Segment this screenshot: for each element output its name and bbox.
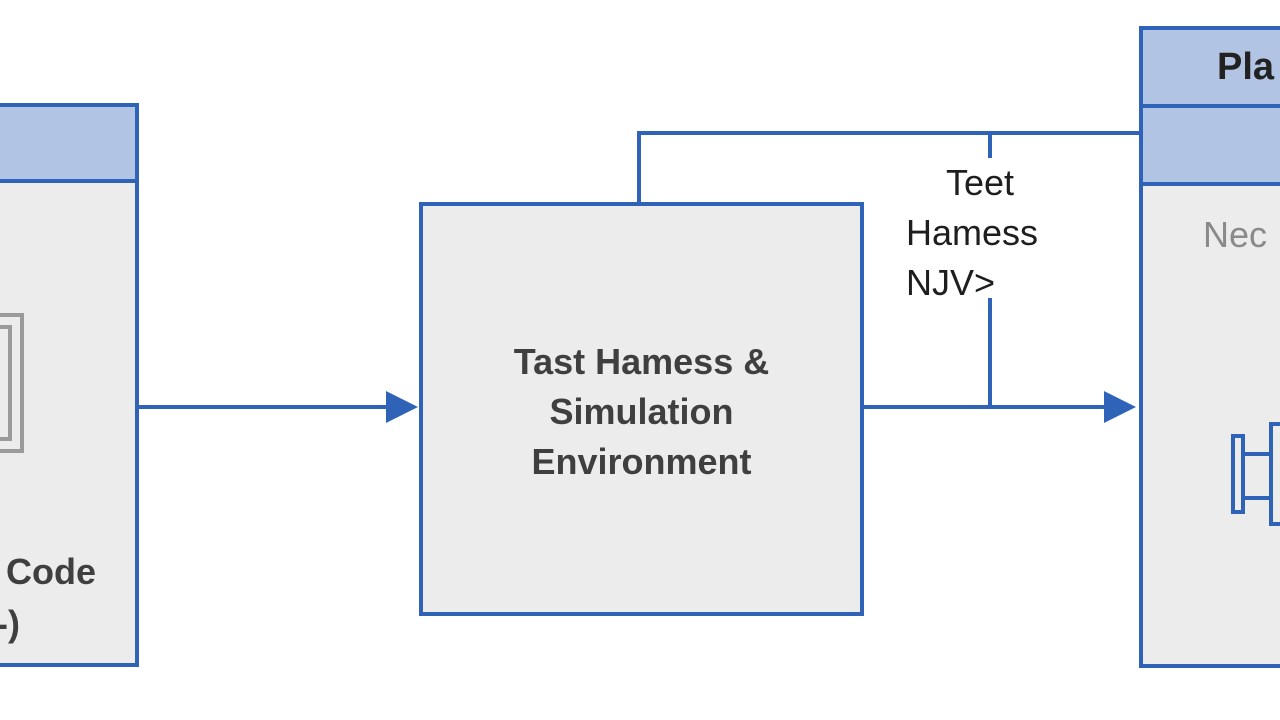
test-harness-title-line1: Tast Hamess & [513,341,770,382]
connector-icon [1231,422,1280,526]
annotation-line3: NJV> [906,262,996,303]
right-block-title-band: Pla [1143,30,1280,108]
left-block-header [0,107,135,183]
right-block-title: Pla [1217,46,1275,88]
annotation-line1: Teet [946,162,1015,203]
feedback-line-top [637,131,1141,202]
left-block-label: Code [6,551,96,592]
right-block-subheader [1143,108,1280,186]
chip-icon [0,313,24,453]
right-block[interactable]: Pla Nec [1139,26,1280,668]
test-harness-title-line2: Simulation [549,391,734,432]
test-harness-title-line3: Environment [531,441,752,482]
left-block-label-line2: -) [0,603,20,644]
right-block-subtitle: Nec [1203,214,1268,255]
annotation-line2: Hamess [906,212,1039,253]
left-block[interactable]: Code -) [0,103,139,667]
test-harness-block[interactable]: Tast Hamess & Simulation Environment [419,202,864,616]
